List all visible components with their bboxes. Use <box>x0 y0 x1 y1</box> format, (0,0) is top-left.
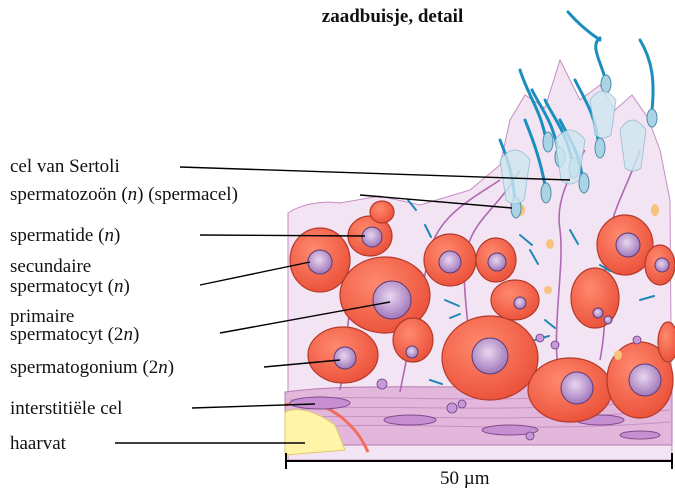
label-interstitieel: interstitiële cel <box>10 398 122 419</box>
label-spermatogonium: spermatogonium (2n) <box>10 357 174 378</box>
label-haarvat: haarvat <box>10 433 66 454</box>
label-sertoli: cel van Sertoli <box>10 156 120 177</box>
label-spermatozoon: spermatozoön (n) (spermacel) <box>10 184 238 205</box>
label-secundaire-2: spermatocyt (n) <box>10 276 130 297</box>
label-secundaire-1: secundaire <box>10 256 91 277</box>
label-spermatide: spermatide (n) <box>10 225 120 246</box>
leader-spermatide <box>200 235 365 236</box>
scale-bar-label: 50 µm <box>440 468 489 490</box>
label-primaire-2: spermatocyt (2n) <box>10 324 139 345</box>
